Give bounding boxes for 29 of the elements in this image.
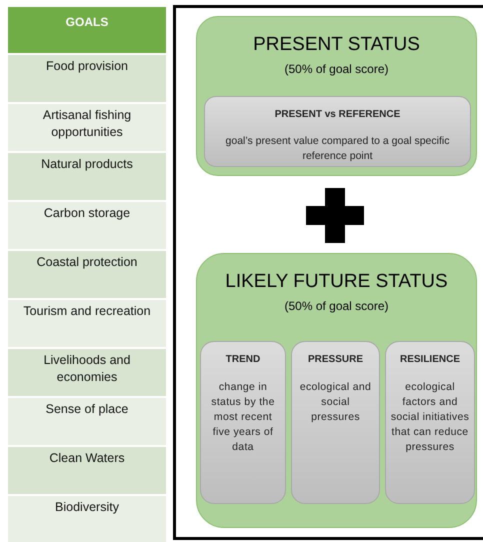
goal-cell: Coastal protection: [8, 251, 166, 298]
panel-title: LIKELY FUTURE STATUS: [224, 271, 449, 293]
card-heading: RESILIENCE: [398, 353, 461, 367]
goal-cell: Food provision: [8, 55, 166, 102]
goal-cell: Clean Waters: [8, 447, 166, 494]
component-card: [200, 341, 286, 504]
status-panel: [196, 253, 477, 528]
status-panel: [196, 16, 477, 176]
panel-title: PRESENT STATUS: [252, 34, 421, 56]
card-description: goal’s present value compared to a goal specific reference point: [224, 134, 450, 164]
card-description: ecological factors and social initiatives that can reduce pressures: [390, 380, 470, 455]
component-card: [291, 341, 380, 504]
goal-cell: Natural products: [8, 153, 166, 200]
card-description: change in status by the most recent five years of data: [210, 380, 276, 455]
card-heading: PRESENT vs REFERENCE: [274, 108, 402, 122]
component-card: [385, 341, 475, 504]
goal-cell: Carbon storage: [8, 202, 166, 249]
card-heading: PRESSURE: [306, 353, 364, 367]
card-heading: TREND: [224, 353, 262, 367]
goal-cell: Tourism and recreation: [8, 300, 166, 347]
goal-cell: Sense of place: [8, 398, 166, 445]
column-header: GOALS: [8, 7, 166, 53]
goal-cell: Livelihoods and economies: [8, 349, 166, 396]
goal-cell: Biodiversity: [8, 496, 166, 542]
panel-subtitle: (50% of goal score): [283, 61, 390, 78]
panel-subtitle: (50% of goal score): [283, 298, 390, 315]
component-card: [204, 96, 471, 167]
card-description: ecological and social pressures: [298, 380, 372, 425]
goal-cell: Artisanal fishing opportunities: [8, 104, 166, 151]
